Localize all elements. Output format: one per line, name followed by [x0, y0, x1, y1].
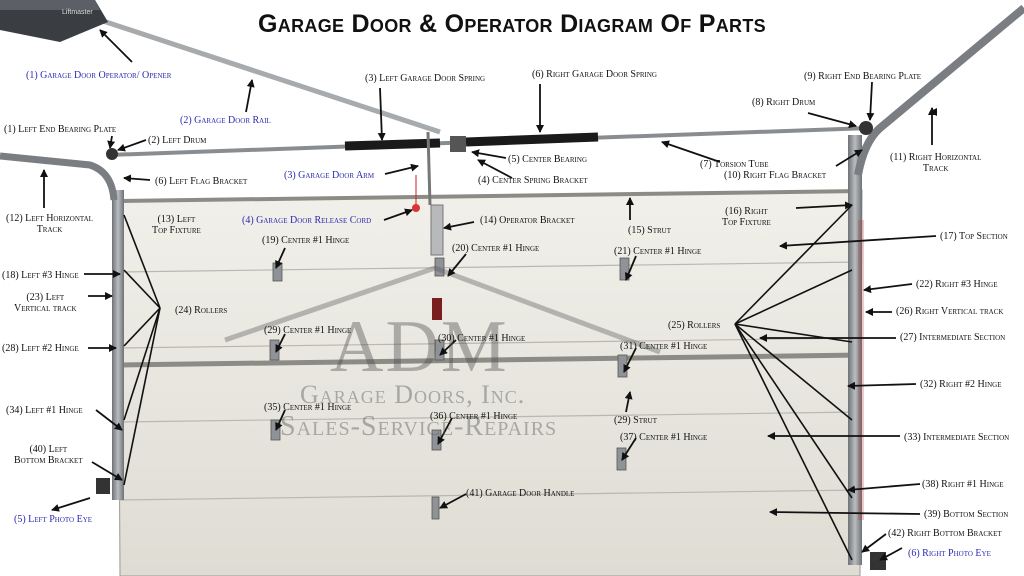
right-vertical-track [848, 135, 862, 565]
label-hinge-21: (21) Center #1 Hinge [614, 246, 702, 257]
label-hinge-20: (20) Center #1 Hinge [452, 243, 540, 254]
center-bearing [450, 136, 466, 152]
left-spring [344, 138, 441, 151]
left-drum [106, 148, 118, 160]
top-strut [119, 189, 863, 203]
label-left-bottom-bracket: (40) Left Bottom Bracket [14, 444, 83, 466]
label-right-end-bearing: (9) Right End Bearing Plate [804, 71, 922, 82]
opener-brand-text: Liftmaster [62, 9, 93, 16]
label-top-section: (17) Top Section [940, 231, 1008, 242]
label-hinge-30: (30) Center #1 Hinge [438, 333, 526, 344]
watermark-roof [224, 265, 661, 355]
label-left-vertical-track: (23) Left Vertical track [14, 292, 77, 314]
label-rollers-left: (24) Rollers [175, 305, 228, 316]
label-right-spring: (6) Right Garage Door Spring [532, 69, 657, 80]
callout-arrows [40, 29, 937, 561]
label-right-horizontal-track-line1: (11) Right Horizontal [890, 152, 982, 163]
label-left-bottom-bracket-line2: Bottom Bracket [14, 455, 83, 466]
diagram-title: Garage Door & Operator Diagram Of Parts [258, 10, 766, 38]
label-bottom-section: (39) Bottom Section [924, 509, 1009, 520]
opener-rail [99, 17, 441, 135]
label-operator-bracket: (14) Operator Bracket [480, 215, 575, 226]
label-right-photo-eye: (6) Right Photo Eye [908, 548, 991, 559]
label-hinge-31: (31) Center #1 Hinge [620, 341, 708, 352]
label-hinge-36: (36) Center #1 Hinge [430, 411, 518, 422]
label-left-horizontal-track: (12) Left Horizontal Track [6, 213, 93, 235]
label-door-arm: (3) Garage Door Arm [284, 170, 375, 181]
operator-bracket [430, 204, 444, 256]
label-strut-29: (29) Strut [614, 415, 657, 426]
label-right-vertical-track: (26) Right Vertical track [896, 306, 1004, 317]
label-release-cord: (4) Garage Door Release Cord [242, 215, 372, 226]
label-right-top-fixture-line1: (16) Right [725, 206, 768, 217]
label-right-drum: (8) Right Drum [752, 97, 816, 108]
watermark-company: Garage Doors, Inc. [300, 380, 526, 409]
label-torsion-tube: (7) Torsion Tube [700, 159, 769, 170]
label-intermediate-33: (33) Intermediate Section [904, 432, 1010, 443]
label-hinge-35: (35) Center #1 Hinge [264, 402, 352, 413]
label-intermediate-27: (27) Intermediate Section [900, 332, 1006, 343]
label-left-drum: (2) Left Drum [148, 135, 207, 146]
middle-strut [119, 352, 863, 368]
label-right-bottom-bracket: (42) Right Bottom Bracket [888, 528, 1002, 539]
label-left-top-fixture-line1: (13) Left [157, 214, 196, 225]
label-strut-top: (15) Strut [628, 225, 671, 236]
watermark-logo-text: ADM [330, 306, 509, 388]
label-left-bottom-bracket-line1: (40) Left [29, 444, 68, 455]
label-right-top-fixture: (16) Right Top Fixture [722, 206, 771, 228]
label-hinge-19: (19) Center #1 Hinge [262, 235, 350, 246]
label-left-vertical-track-line2: Vertical track [14, 303, 77, 314]
label-right-flag-bracket: (10) Right Flag Bracket [724, 170, 827, 181]
label-right-horizontal-track-line2: Track [922, 163, 949, 174]
label-left-3-hinge: (18) Left #3 Hinge [2, 270, 79, 281]
label-handle: (41) Garage Door Handle [466, 488, 575, 499]
left-horizontal-track [0, 152, 118, 201]
label-left-spring: (3) Left Garage Door Spring [365, 73, 486, 84]
label-center-bearing: (5) Center Bearing [508, 154, 587, 165]
label-left-top-fixture: (13) Left Top Fixture [152, 214, 201, 236]
label-left-horizontal-track-line2: Track [36, 224, 63, 235]
label-opener: (1) Garage Door Operator/ Opener [26, 70, 172, 81]
label-left-top-fixture-line2: Top Fixture [152, 225, 201, 236]
right-drum [859, 121, 873, 135]
label-right-1-hinge: (38) Right #1 Hinge [922, 479, 1004, 490]
label-rollers-right: (25) Rollers [668, 320, 721, 331]
roller-callout-lines [123, 204, 853, 561]
label-left-end-bearing: (1) Left End Bearing Plate [4, 124, 117, 135]
label-center-spring-bracket: (4) Center Spring Bracket [478, 175, 588, 186]
right-spring [465, 132, 599, 147]
watermark-tagline: Sales-Service-Repairs [280, 411, 558, 442]
label-hinge-29: (29) Center #1 Hinge [264, 325, 352, 336]
label-right-horizontal-track: (11) Right Horizontal Track [890, 152, 981, 174]
garage-opener: Liftmaster [0, 0, 108, 42]
label-right-2-hinge: (32) Right #2 Hinge [920, 379, 1002, 390]
label-left-photo-eye: (5) Left Photo Eye [14, 514, 93, 525]
label-left-1-hinge: (34) Left #1 Hinge [6, 405, 83, 416]
label-rail: (2) Garage Door Rail [180, 115, 271, 126]
label-left-horizontal-track-line1: (12) Left Horizontal [6, 213, 93, 224]
label-hinge-37: (37) Center #1 Hinge [620, 432, 708, 443]
warning-tag [432, 298, 442, 320]
left-photo-eye [96, 478, 110, 494]
right-photo-eye [870, 552, 886, 570]
door-handle-shape [431, 496, 440, 520]
right-horizontal-track [854, 4, 1024, 176]
door-arm [426, 131, 432, 206]
label-right-3-hinge: (22) Right #3 Hinge [916, 279, 998, 290]
left-vertical-track [112, 190, 124, 500]
label-right-top-fixture-line2: Top Fixture [722, 217, 771, 228]
label-left-flag-bracket: (6) Left Flag Bracket [155, 176, 248, 187]
label-left-vertical-track-line1: (23) Left [26, 292, 65, 303]
label-left-2-hinge: (28) Left #2 Hinge [2, 343, 79, 354]
